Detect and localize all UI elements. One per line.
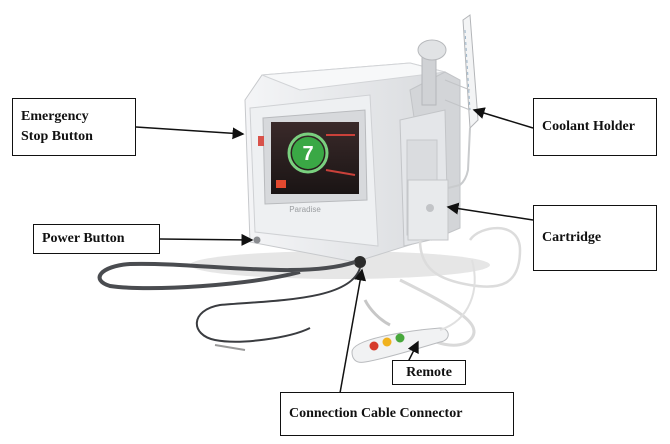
cartridge-knob	[426, 204, 434, 212]
brand-text: Paradise	[289, 205, 321, 214]
power-button-knob	[253, 236, 261, 244]
label-connection-cable: Connection Cable Connector	[280, 392, 514, 436]
cables	[97, 226, 522, 351]
label-emergency-stop: Emergency Stop Button	[12, 98, 136, 156]
label-connection-cable-text: Connection Cable Connector	[289, 406, 463, 421]
arrow-power-button	[159, 233, 254, 246]
arrow-cartridge	[446, 202, 534, 221]
label-remote-text: Remote	[406, 364, 452, 380]
remote-red-button	[369, 341, 379, 351]
remote-control	[351, 259, 476, 363]
cable-connector	[354, 256, 366, 268]
label-coolant-holder-text: Coolant Holder	[542, 119, 635, 134]
remote-green-button	[395, 333, 405, 343]
screen-number: 7	[302, 143, 313, 165]
label-coolant-holder: Coolant Holder	[533, 98, 657, 156]
label-cartridge-text: Cartridge	[542, 230, 602, 245]
label-power-button: Power Button	[33, 224, 160, 254]
arrow-coolant-holder	[472, 107, 534, 129]
arrow-emergency-stop	[135, 126, 245, 140]
label-remote: Remote	[392, 360, 466, 385]
label-power-button-text: Power Button	[42, 231, 125, 246]
remote-yellow-button	[382, 337, 392, 347]
touch-screen	[262, 109, 368, 205]
panel-logo	[258, 136, 264, 146]
arrow-connection-cable	[339, 268, 367, 394]
label-emergency-stop-text: Emergency Stop Button	[21, 109, 93, 144]
label-cartridge: Cartridge	[533, 205, 657, 271]
callout-arrows	[135, 107, 534, 394]
